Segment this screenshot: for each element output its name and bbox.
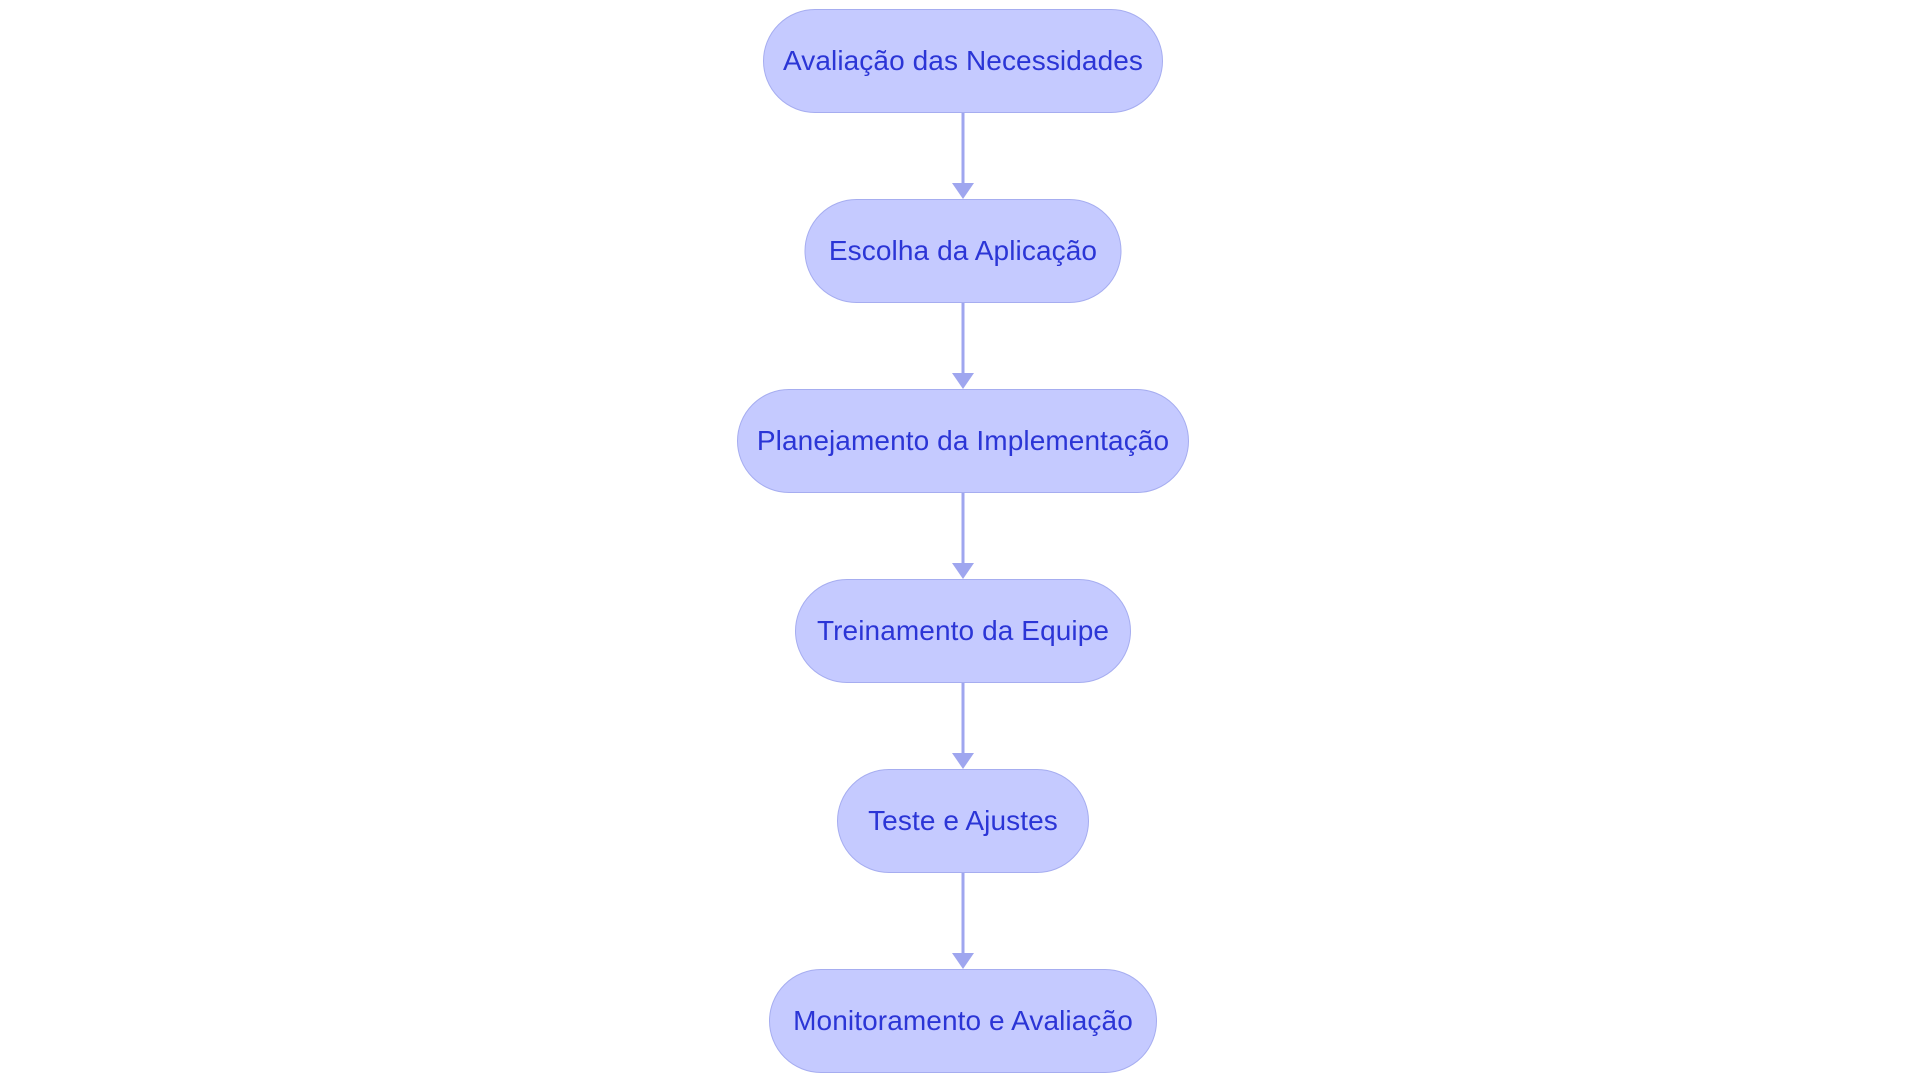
flowchart-node-escolha-da-aplicacao[interactable]: Escolha da Aplicação xyxy=(804,199,1122,303)
arrow-down-icon xyxy=(952,373,974,389)
node-label: Avaliação das Necessidades xyxy=(782,45,1144,76)
edge-line xyxy=(961,303,965,373)
flowchart-edge-n0-n1 xyxy=(951,113,975,199)
node-label: Planejamento da Implementação xyxy=(756,425,1170,456)
arrow-down-icon xyxy=(952,183,974,199)
node-label: Escolha da Aplicação xyxy=(828,235,1098,266)
arrow-down-icon xyxy=(952,953,974,969)
edge-line xyxy=(961,683,965,753)
flowchart-edge-n1-n2 xyxy=(951,303,975,389)
node-label: Treinamento da Equipe xyxy=(816,615,1110,646)
edge-line xyxy=(961,113,965,183)
edge-line xyxy=(961,493,965,563)
flowchart-node-teste-e-ajustes[interactable]: Teste e Ajustes xyxy=(837,769,1089,873)
node-label: Teste e Ajustes xyxy=(868,805,1058,836)
flowchart-node-treinamento-da-equipe[interactable]: Treinamento da Equipe xyxy=(795,579,1131,683)
edge-line xyxy=(961,873,965,953)
flowchart-node-monitoramento-e-avaliacao[interactable]: Monitoramento e Avaliação xyxy=(769,969,1157,1073)
arrow-down-icon xyxy=(952,563,974,579)
flowchart-node-planejamento-da-implementacao[interactable]: Planejamento da Implementação xyxy=(737,389,1189,493)
flowchart-edge-n3-n4 xyxy=(951,683,975,769)
flowchart-edge-n2-n3 xyxy=(951,493,975,579)
node-label: Monitoramento e Avaliação xyxy=(793,1005,1133,1036)
arrow-down-icon xyxy=(952,753,974,769)
flowchart-node-avaliacao-das-necessidades[interactable]: Avaliação das Necessidades xyxy=(763,9,1163,113)
flowchart-edge-n4-n5 xyxy=(951,873,975,969)
